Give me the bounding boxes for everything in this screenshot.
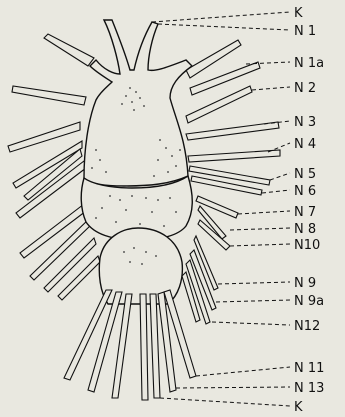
right-spines — [182, 40, 280, 324]
label-n1: N 1 — [294, 24, 316, 39]
label-n8: N 8 — [294, 222, 316, 237]
spine-left-3 — [8, 122, 80, 152]
spine-left-2 — [12, 86, 86, 105]
label-n6: N 6 — [294, 184, 316, 199]
spine-left-6 — [16, 161, 86, 218]
label-n4: N 4 — [294, 137, 316, 152]
label-n11: N 11 — [294, 361, 324, 376]
label-k-bottom: K — [294, 400, 303, 415]
label-k-top: K — [294, 6, 303, 21]
label-n9: N 9 — [294, 276, 316, 291]
label-n3: N 3 — [294, 115, 316, 130]
posterior-spines — [64, 290, 196, 400]
label-n1a: N 1a — [294, 56, 324, 71]
spine-post-5 — [150, 294, 160, 398]
label-n12: N12 — [294, 319, 320, 334]
anterior-body — [84, 20, 192, 186]
spine-right-4 — [188, 150, 280, 162]
spine-left-10 — [58, 256, 100, 300]
label-n2: N 2 — [294, 81, 316, 96]
label-n10: N10 — [294, 238, 320, 253]
label-n9a: N 9a — [294, 294, 324, 309]
label-n7: N 7 — [294, 205, 316, 220]
spine-right-3 — [186, 122, 279, 140]
label-n5: N 5 — [294, 167, 316, 182]
labels: K N 1 N 1a N 2 N 3 N 4 N 5 N 6 N 7 N 8 N… — [294, 6, 324, 415]
spine-left-1 — [44, 34, 94, 66]
spine-post-4 — [140, 294, 148, 400]
label-n13: N 13 — [294, 381, 324, 396]
